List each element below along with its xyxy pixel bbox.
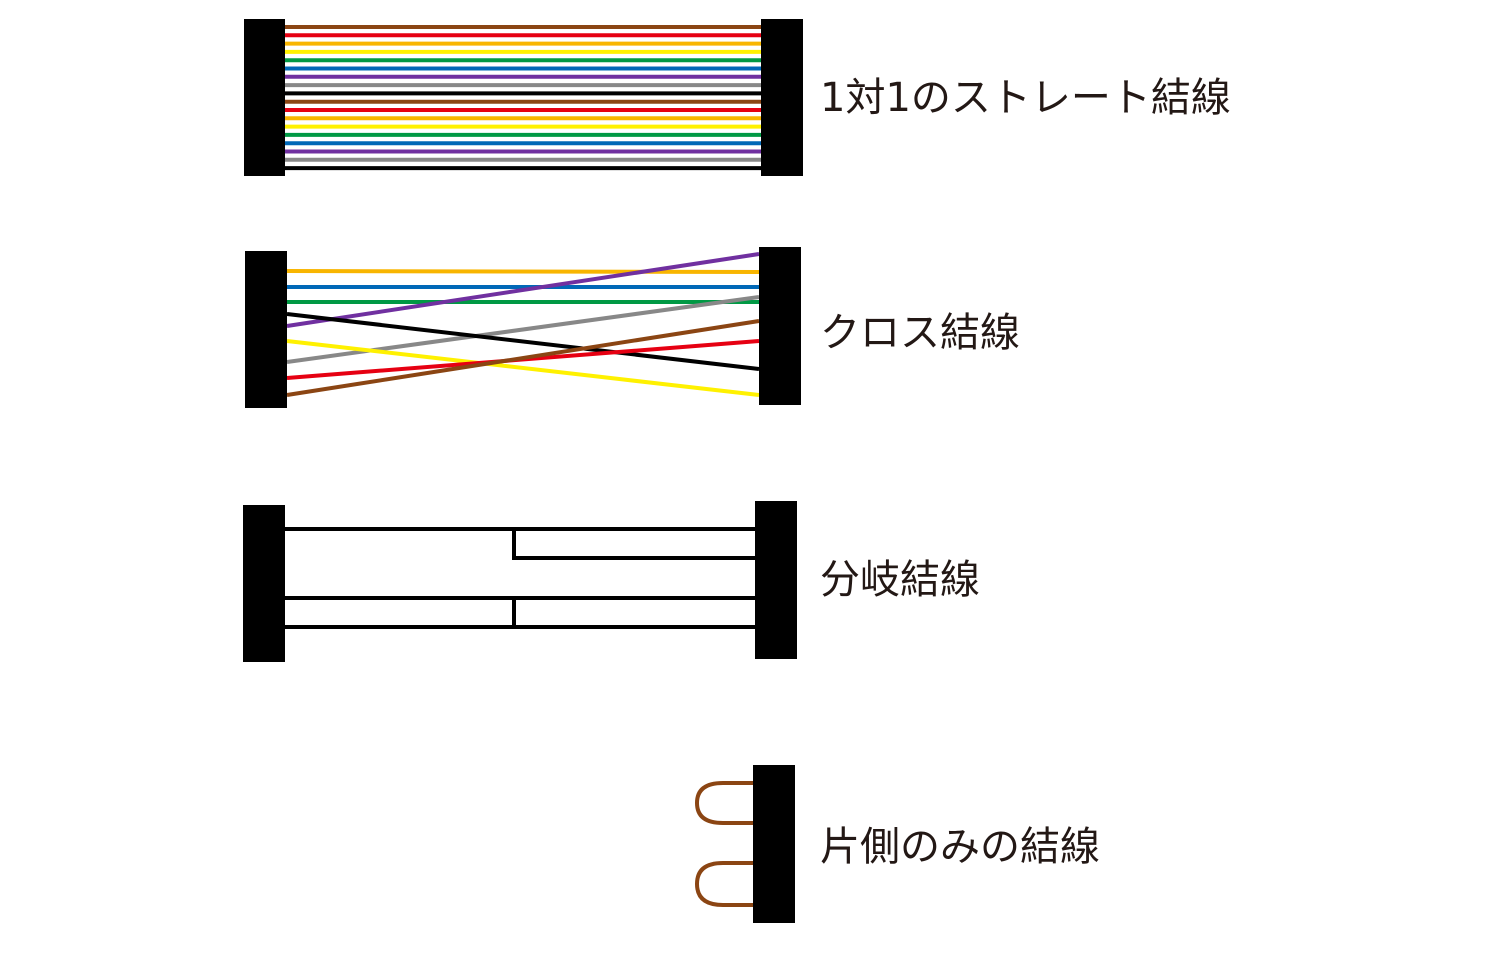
branch-wiring-section: [285, 527, 755, 629]
cross-wire-orange: [286, 269, 760, 274]
cross-wire-yellow: [286, 339, 760, 397]
cross-wires: [286, 252, 760, 397]
branch-right-connector: [755, 501, 797, 659]
loop-wire-2: [694, 861, 753, 907]
cross-right-connector: [759, 247, 801, 405]
cross-left-connector: [245, 251, 287, 408]
straight-wiring-section: 1対1のストレート結線: [244, 19, 1231, 176]
straight-wiring-label: 1対1のストレート結線: [820, 75, 1231, 121]
one-side-wiring-label: 片側のみの結線: [820, 824, 1100, 870]
cross-wire-gray: [286, 295, 760, 364]
cross-wiring-label: クロス結線: [820, 310, 1020, 356]
one-side-connector: [753, 765, 795, 923]
one-side-wiring-section: 片側のみの結線: [694, 765, 1100, 923]
cross-wire-black: [286, 312, 760, 371]
branch-wiring-label: 分岐結線: [820, 557, 980, 603]
branch-left-connector: [243, 505, 285, 662]
branch-wire-top-split: [512, 529, 755, 560]
straight-left-connector: [244, 19, 285, 176]
straight-right-connector: [761, 19, 803, 176]
loop-wire-1: [694, 781, 753, 825]
loop-wires: [694, 781, 753, 907]
straight-wires: [285, 25, 761, 171]
cross-wire-purple: [286, 252, 760, 328]
cross-wiring-section: クロス結線: [245, 247, 1020, 408]
cross-wire-brown: [286, 319, 760, 397]
